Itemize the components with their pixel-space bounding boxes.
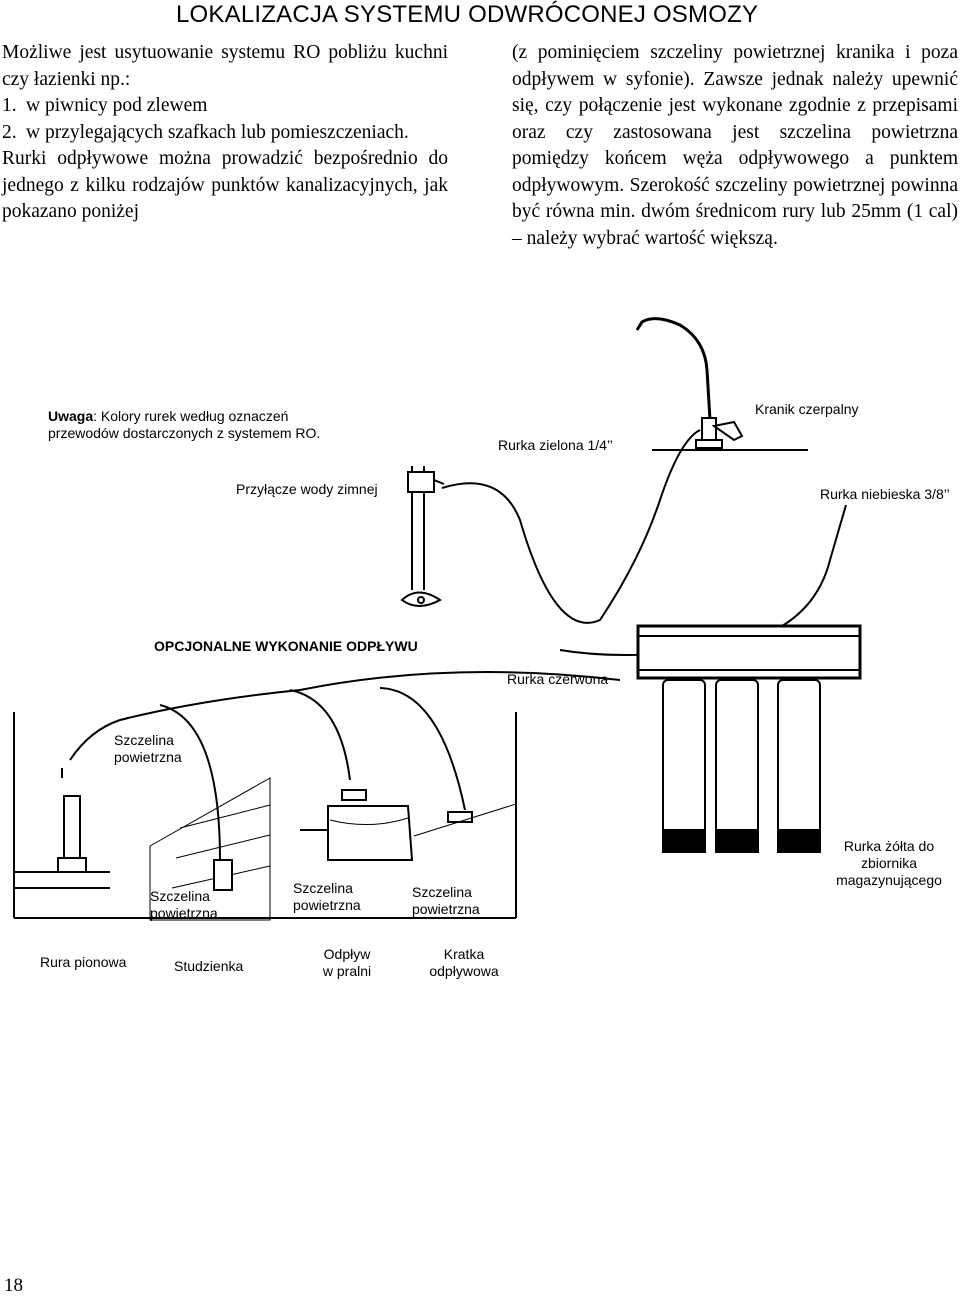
faucet-label: Kranik czerpalny: [755, 401, 859, 417]
drain-options-box: [13, 712, 517, 919]
well-label: Studzienka: [174, 958, 244, 974]
left-column: Możliwe jest usytuowanie systemu RO pobl…: [2, 40, 448, 226]
green-tube-line: [441, 429, 701, 624]
green-tube-label: Rurka zielona 1/4’’: [498, 437, 613, 453]
right-column: (z pominięciem szczeliny powietrznej kra…: [512, 40, 958, 252]
optional-drain-label: OPCJONALNE WYKONANIE ODPŁYWU: [154, 638, 418, 654]
page-title: LOKALIZACJA SYSTEMU ODWRÓCONEJ OSMOZY: [176, 1, 759, 28]
note-text: : Kolory rurek według oznaczeń: [93, 408, 289, 424]
brick-wall-drawing: [149, 777, 271, 921]
note-label-line2: przewodów dostarczonych z systemem RO.: [48, 425, 321, 441]
standpipe-label: Rura pionowa: [40, 954, 127, 970]
intro-paragraph: Możliwe jest usytuowanie systemu RO pobl…: [2, 42, 448, 90]
faucet-drawing: [635, 317, 808, 451]
list-item: 1. w piwnicy pod zlewem: [2, 93, 448, 120]
ro-installation-diagram: [13, 317, 862, 921]
red-tube-line: [69, 671, 621, 761]
red-tube-label: Rurka czerwona: [507, 671, 609, 687]
laundry-sink-drawing: [300, 789, 414, 861]
cold-water-label: Przyłącze wody zimnej: [236, 481, 378, 497]
air-gap-paragraph: (z pominięciem szczeliny powietrznej kra…: [512, 42, 958, 249]
list-text: w piwnicy pod zlewem: [26, 95, 208, 116]
standpipe-drawing: [14, 768, 110, 889]
drain-paragraph: Rurki odpływowe można prowadzić bezpośre…: [2, 148, 448, 222]
list-item: 2. w przylegających szafkach lub pomiesz…: [2, 120, 448, 147]
list-number: 2.: [2, 121, 17, 143]
list-text: w przylegających szafkach lub pomieszcze…: [26, 121, 409, 143]
blue-tube-label: Rurka niebieska 3/8’’: [820, 486, 950, 502]
floor-grate-drawing: [413, 803, 517, 837]
cold-water-valve-drawing: [400, 466, 445, 607]
page-number: 18: [4, 1275, 23, 1296]
list-number: 1.: [2, 95, 17, 116]
ro-filter-unit-drawing: [636, 624, 862, 853]
location-list: 1. w piwnicy pod zlewem 2. w przylegając…: [2, 93, 448, 146]
note-bold: Uwaga: [48, 408, 94, 424]
note-label: Uwaga: Kolory rurek według oznaczeń: [48, 408, 288, 425]
